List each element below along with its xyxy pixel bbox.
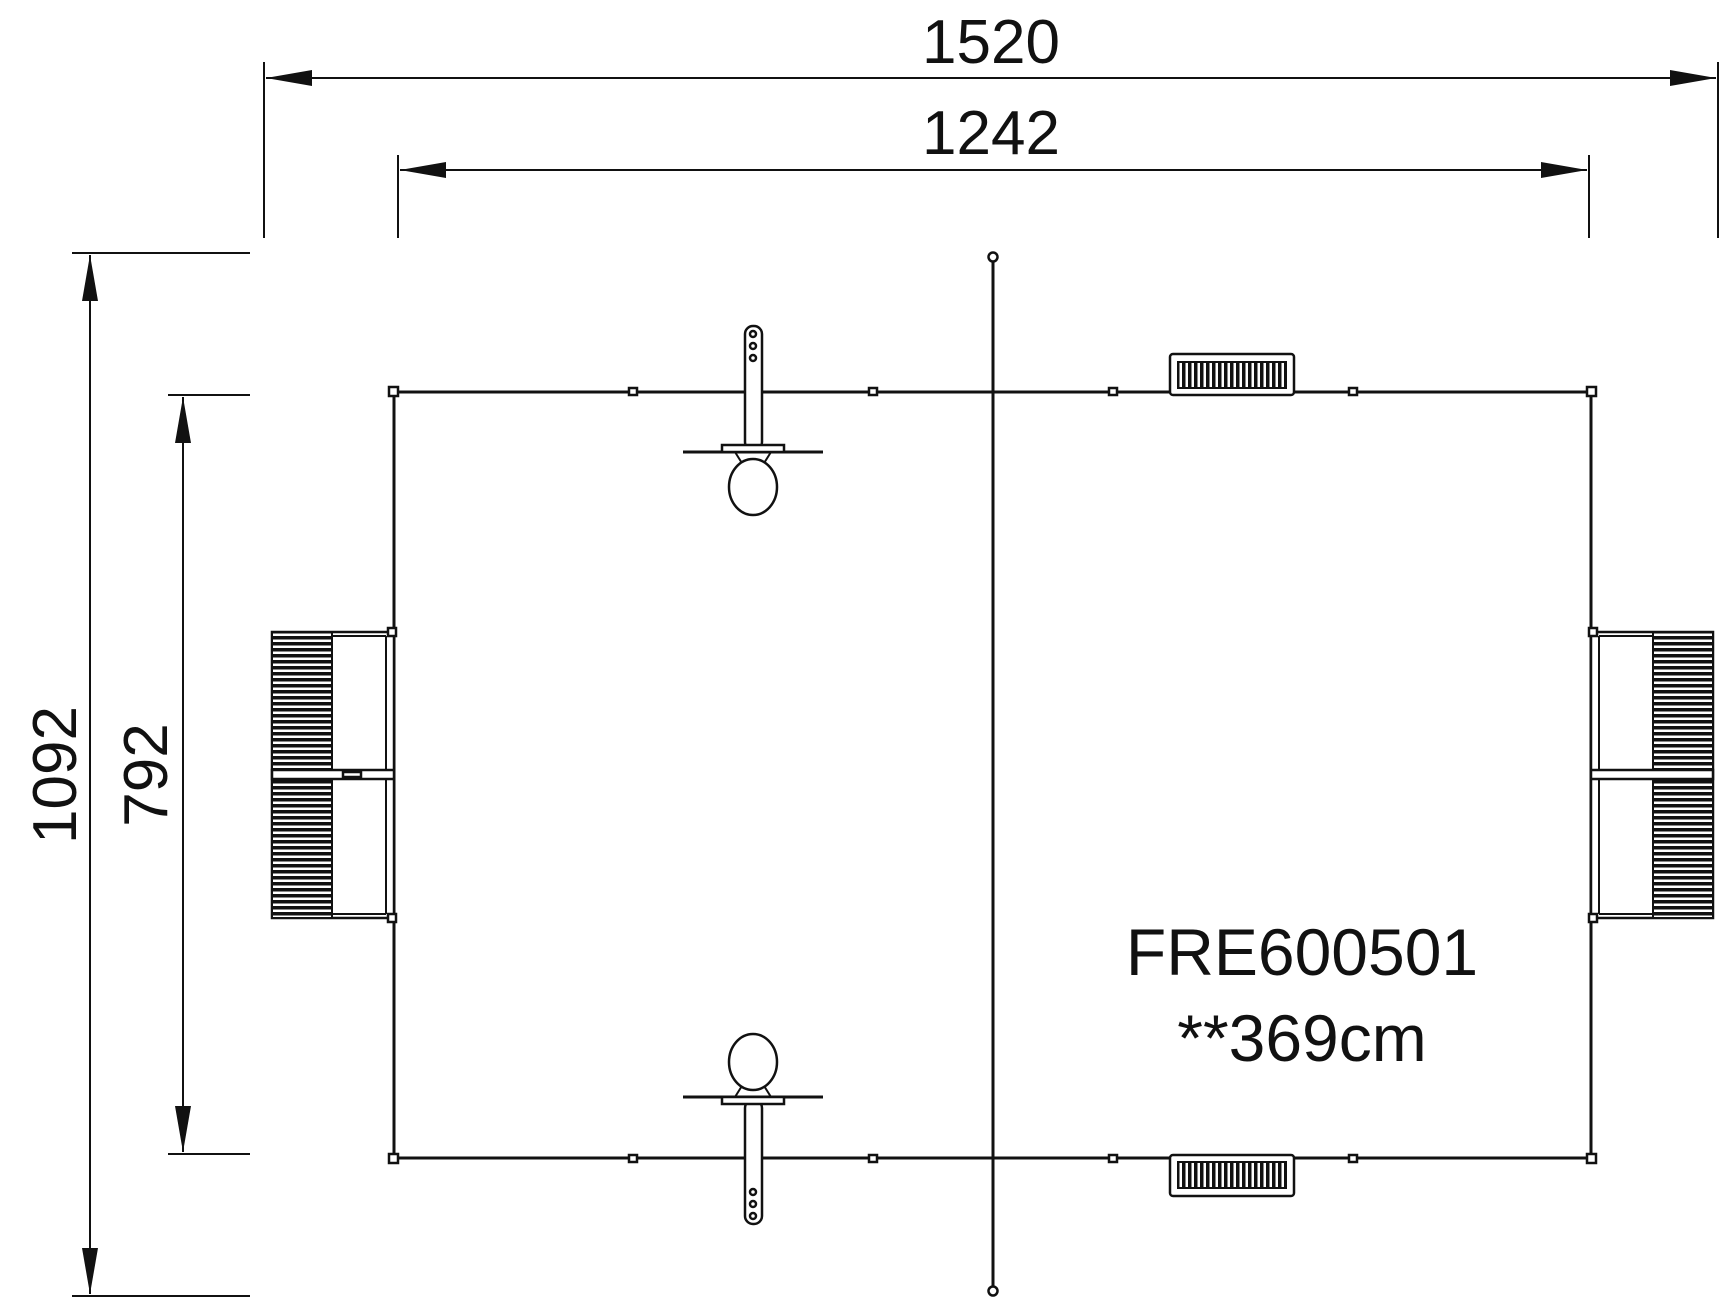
product-size-note: **369cm <box>1177 1001 1426 1075</box>
goal-right <box>1587 626 1715 924</box>
dimension-court-depth: 792 <box>112 394 250 1155</box>
product-label: FRE600501 **369cm <box>1126 915 1478 1075</box>
dimension-overall-width: 1520 <box>263 8 1719 238</box>
overall-depth-label: 1092 <box>21 706 90 844</box>
court-width-label: 1242 <box>922 99 1060 168</box>
basketball-hoop-bottom <box>683 1032 823 1226</box>
goal-left <box>270 626 398 924</box>
bench-bottom <box>1168 1153 1296 1198</box>
product-code: FRE600501 <box>1126 915 1478 989</box>
dimension-court-width: 1242 <box>397 99 1590 238</box>
center-line <box>987 251 999 1297</box>
overall-width-label: 1520 <box>922 8 1060 77</box>
basketball-hoop-top <box>683 324 823 517</box>
dimension-overall-depth: 1092 <box>21 252 250 1297</box>
court-depth-label: 792 <box>112 723 181 826</box>
bench-top <box>1168 352 1296 397</box>
